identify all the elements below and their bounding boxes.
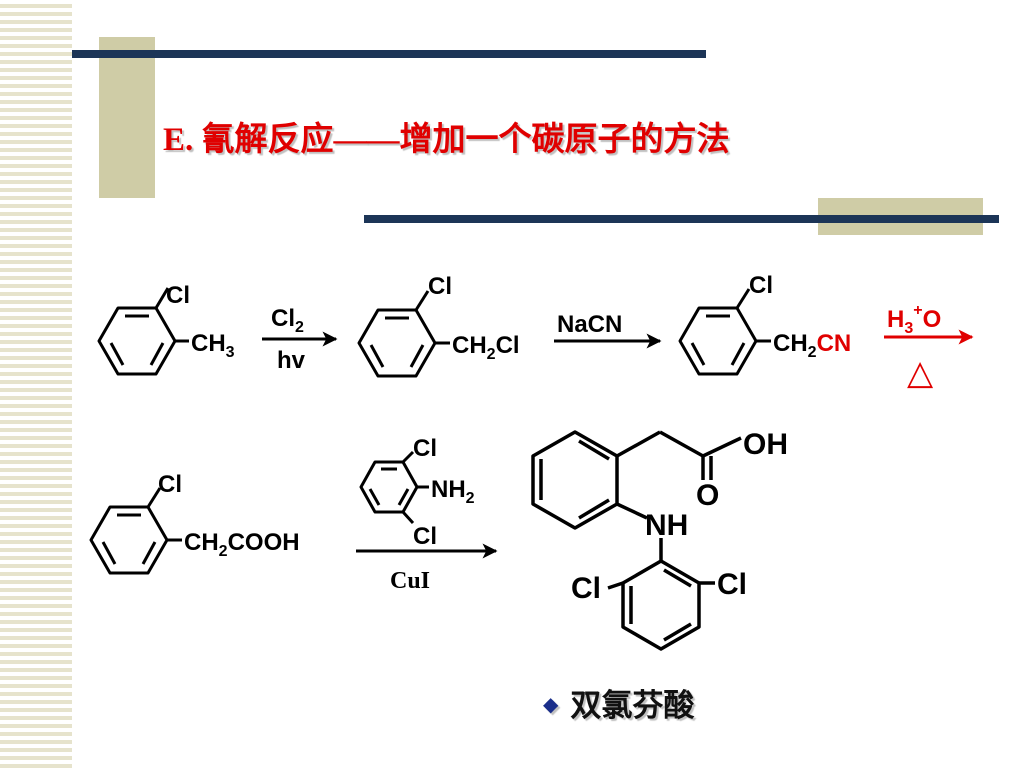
product-cl-left-label: Cl bbox=[571, 572, 601, 605]
step4-catalyst-label: CuI bbox=[390, 568, 430, 594]
product-oh-label: OH bbox=[743, 428, 788, 461]
striped-margin bbox=[0, 0, 72, 768]
molecule-2-chlorophenylacetic-acid bbox=[89, 487, 182, 575]
reagent-2-6-dichloroaniline bbox=[359, 450, 429, 525]
navy-bar-right bbox=[364, 215, 999, 223]
step2-reagent-label: NaCN bbox=[557, 311, 622, 338]
m3-ch2cn-label: CH2CN bbox=[773, 330, 851, 361]
step1-reagent-label: Cl2 bbox=[271, 305, 304, 336]
m2-cl-label: Cl bbox=[428, 273, 452, 300]
molecule-2-chlorobenzyl-cyanide bbox=[678, 288, 771, 376]
aniline-cl-bottom-label: Cl bbox=[413, 523, 437, 550]
diamond-bullet-icon: ◆ bbox=[543, 694, 559, 716]
m4-ch2cooh-label: CH2COOH bbox=[184, 529, 300, 560]
molecule-2-chlorotoluene bbox=[97, 287, 189, 376]
aniline-cl-top-label: Cl bbox=[413, 435, 437, 462]
m4-cl-label: Cl bbox=[158, 471, 182, 498]
m2-ch2cl-label: CH2Cl bbox=[452, 332, 520, 363]
product-cl-right-label: Cl bbox=[717, 568, 747, 601]
aniline-nh2-label: NH2 bbox=[431, 476, 475, 507]
bullet-note-text: 双氯芬酸 bbox=[570, 688, 695, 723]
slide-title: E. 氰解反应——增加一个碳原子的方法 bbox=[163, 122, 730, 158]
step3-heat-symbol: △ bbox=[907, 353, 934, 393]
step3-reagent-label: H3+O bbox=[887, 302, 941, 337]
m1-cl-label: Cl bbox=[166, 282, 190, 309]
bullet-note: ◆ 双氯芬酸 bbox=[543, 680, 694, 725]
product-o-label: O bbox=[696, 479, 719, 512]
m3-cl-label: Cl bbox=[749, 272, 773, 299]
step1-condition-label: hv bbox=[277, 347, 306, 374]
khaki-block-top bbox=[99, 37, 155, 198]
molecule-2-chlorobenzyl-chloride bbox=[357, 290, 450, 378]
molecule-diclofenac bbox=[531, 430, 742, 651]
m1-ch3-label: CH3 bbox=[191, 330, 235, 361]
product-nh-label: NH bbox=[645, 509, 688, 542]
navy-bar-top bbox=[72, 50, 706, 58]
